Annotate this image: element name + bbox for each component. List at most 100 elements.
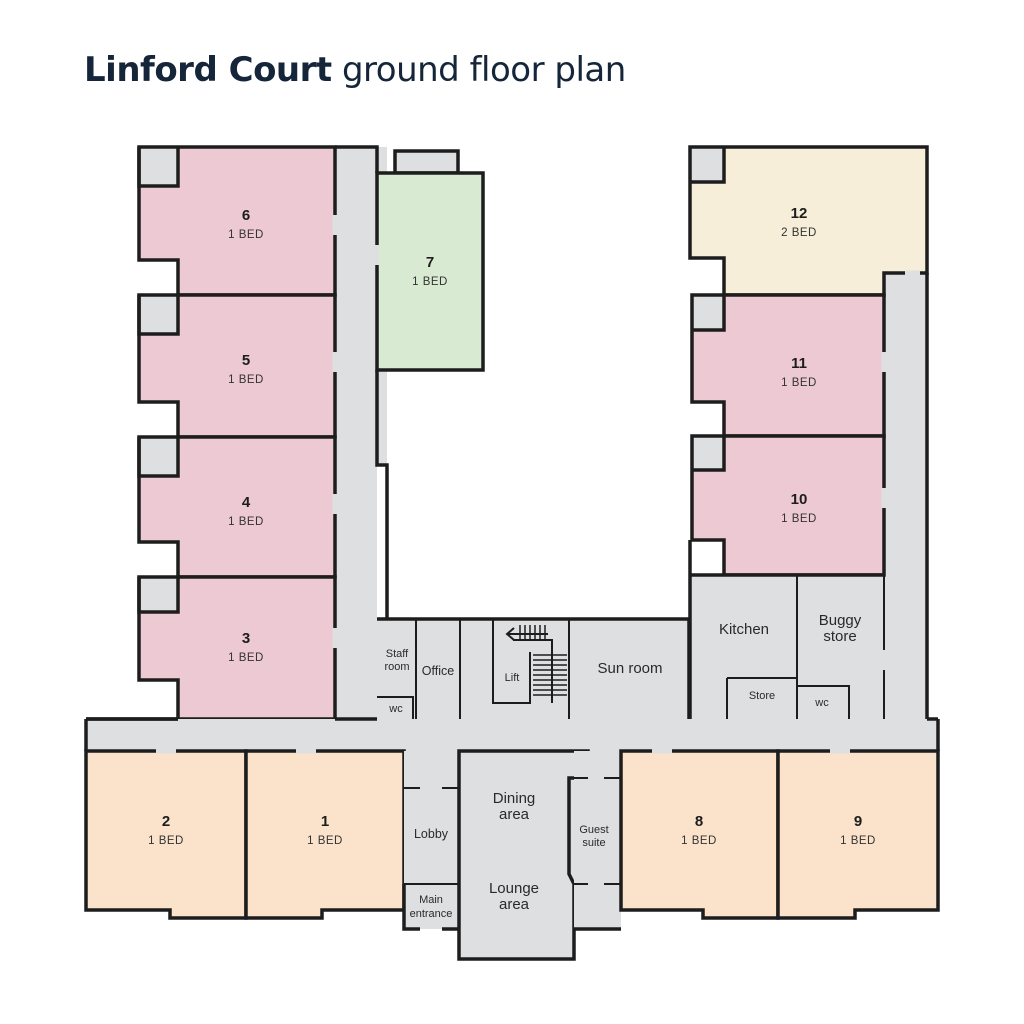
buggy-store-label-2[interactable]: store — [823, 628, 856, 645]
flat-7-walls — [375, 171, 485, 372]
plan-title-bold: Linford Court — [84, 50, 332, 90]
flat-7[interactable]: 7 1 BED — [375, 149, 485, 372]
flat-5-number: 5 — [242, 352, 250, 369]
flat-10-fill — [692, 436, 884, 575]
wc-label[interactable]: wc — [814, 697, 829, 709]
store-label[interactable]: Store — [749, 690, 775, 702]
flat-10-number: 10 — [791, 491, 808, 508]
flat-9-walls — [776, 749, 940, 920]
sun-room-label: Sun room — [597, 660, 662, 677]
flat-6[interactable]: 6 1 BED — [137, 145, 337, 297]
flat-3-fill — [139, 577, 335, 719]
flat-3-number: 3 — [242, 630, 250, 647]
dining-area-label-2: area — [499, 806, 530, 823]
flat-8-number: 8 — [695, 813, 703, 830]
lift-label: Lift — [505, 672, 520, 684]
lift-stairs[interactable]: Lift — [492, 619, 570, 719]
buggy-store-label-1[interactable]: Buggy — [819, 612, 862, 629]
flat-3[interactable]: 3 1 BED — [137, 575, 337, 721]
flat-7-fill — [377, 173, 483, 370]
east-service-fill — [690, 575, 884, 719]
lift-walls — [492, 619, 531, 704]
flat-1[interactable]: 1 1 BED — [244, 749, 406, 920]
wc-walls — [797, 685, 850, 719]
flat-3-beds: 1 BED — [228, 652, 264, 664]
lobby-label: Lobby — [414, 827, 449, 841]
flat-5-store — [139, 295, 178, 334]
flat-12[interactable]: 12 2 BED — [688, 145, 929, 297]
flat-12-beds: 2 BED — [781, 227, 817, 239]
main-entrance-label-1[interactable]: Main — [419, 894, 443, 906]
staff-wc-walls — [377, 696, 414, 719]
lobby[interactable]: Lobby Main entrance — [402, 751, 459, 931]
stair-arrow-icon — [505, 627, 548, 641]
flat-11[interactable]: 11 1 BED — [690, 293, 886, 438]
flat-11-fill — [692, 295, 884, 436]
staff-room-label-2: room — [384, 661, 409, 673]
west-corridor-wall-inner — [375, 370, 389, 619]
guest-suite-label-2: suite — [582, 837, 605, 849]
flat-6-store-wall — [137, 147, 180, 188]
main-entrance-walls — [402, 884, 459, 931]
flat-6-fill — [139, 147, 335, 295]
office[interactable]: Office — [422, 619, 461, 719]
flat-8[interactable]: 8 1 BED — [619, 749, 780, 920]
plan-title: Linford Court ground floor plan — [84, 50, 626, 90]
flat-6-number: 6 — [242, 207, 250, 224]
flat-10-beds: 1 BED — [781, 513, 817, 525]
dining-lounge-fill — [459, 751, 574, 959]
lounge-area-label-2: area — [499, 896, 530, 913]
flat-3-store-wall — [137, 577, 180, 614]
flat-9[interactable]: 9 1 BED — [776, 749, 940, 920]
dining-area-label-1: Dining — [493, 790, 536, 807]
flat-7-number: 7 — [426, 254, 434, 271]
flat-10[interactable]: 10 1 BED — [690, 434, 886, 577]
flat-4-fill — [139, 437, 335, 577]
flat-11-number: 11 — [791, 355, 807, 372]
flat-5-beds: 1 BED — [228, 374, 264, 386]
lobby-walls — [404, 787, 459, 885]
staff-room-label-1: Staff — [386, 648, 409, 660]
flat-12-number: 12 — [791, 205, 808, 222]
flat-4-beds: 1 BED — [228, 516, 264, 528]
flat-2-number: 2 — [162, 813, 170, 830]
flat-12-fill — [690, 147, 927, 295]
flat-6-store — [139, 147, 178, 186]
flat-1-fill — [246, 751, 404, 918]
east-service-rooms: Kitchen Buggy store Store wc — [688, 540, 885, 719]
flat-2[interactable]: 2 1 BED — [84, 749, 248, 920]
flat-8-beds: 1 BED — [681, 835, 717, 847]
flat-8-fill — [621, 751, 778, 918]
main-entrance-label-2[interactable]: entrance — [410, 908, 453, 920]
flat-6-beds: 1 BED — [228, 229, 264, 241]
stair-well — [513, 639, 553, 703]
guest-suite-label-1: Guest — [579, 824, 608, 836]
flat-5[interactable]: 5 1 BED — [137, 293, 337, 439]
flat-7-balcony — [395, 151, 458, 173]
flat-10-store — [692, 436, 724, 470]
flat-4[interactable]: 4 1 BED — [137, 435, 337, 579]
flat-12-store — [690, 147, 724, 182]
stair-treads — [519, 625, 567, 696]
flat-5-store-wall — [137, 295, 180, 336]
dining-lounge[interactable]: Dining area Lounge area — [457, 749, 590, 961]
plan-title-rest: ground floor plan — [331, 50, 626, 90]
flat-11-store-wall — [692, 295, 726, 332]
flat-9-beds: 1 BED — [840, 835, 876, 847]
central-block-fill — [377, 619, 689, 719]
flat-1-number: 1 — [321, 813, 329, 830]
guest-suite[interactable]: Guest suite — [569, 751, 621, 931]
flat-2-fill — [86, 751, 246, 918]
south-block: 2 1 BED 1 1 BED Lobby Main entrance Dini… — [84, 215, 940, 961]
flat-11-beds: 1 BED — [781, 377, 817, 389]
flat-9-fill — [778, 751, 938, 918]
staff-room[interactable]: Staff room wc — [377, 619, 417, 719]
flat-4-store-wall — [137, 437, 180, 478]
lobby-fill — [404, 751, 459, 929]
flat-4-number: 4 — [242, 494, 251, 511]
west-wing: 6 1 BED 5 1 BED 4 1 BED 3 — [137, 145, 389, 721]
east-wing: 12 2 BED 11 1 BED 10 1 BED — [688, 145, 929, 719]
kitchen-label[interactable]: Kitchen — [719, 621, 769, 638]
guest-suite-fill — [574, 751, 621, 929]
